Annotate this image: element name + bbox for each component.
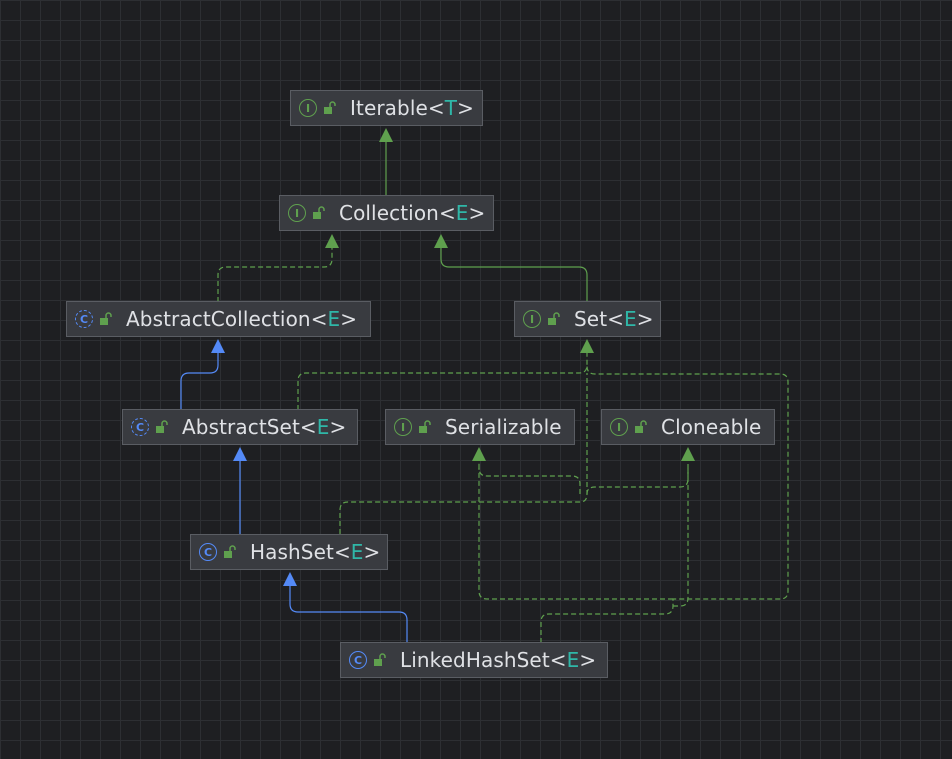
node-set[interactable]: I Set<E>: [514, 301, 661, 337]
node-hash-set[interactable]: C HashSet<E>: [190, 534, 388, 570]
edge-linkedhashset-implements-set: [540, 365, 789, 643]
edge-hashset-implements-cloneable: [586, 447, 695, 495]
node-abstract-collection[interactable]: C AbstractCollection<E>: [66, 301, 371, 337]
lock-open-icon: [419, 420, 431, 433]
node-label: Collection<E>: [339, 201, 486, 225]
lock-open-icon: [324, 101, 336, 114]
edge-linkedhashset-implements-cloneable: [673, 468, 689, 607]
node-linked-hash-set[interactable]: C LinkedHashSet<E>: [340, 642, 608, 678]
lock-open-icon: [548, 312, 560, 325]
lock-open-icon: [224, 545, 236, 558]
lock-open-icon: [635, 420, 647, 433]
edge-abstractcollection-implements-collection: [217, 234, 339, 302]
interface-icon: I: [394, 418, 412, 436]
node-serializable[interactable]: I Serializable: [385, 409, 575, 445]
node-iterable[interactable]: I Iterable<T>: [290, 90, 483, 126]
lock-open-icon: [100, 312, 112, 325]
lock-open-icon: [313, 206, 325, 219]
edge-collection-extends-iterable: [379, 128, 393, 196]
interface-icon: I: [299, 99, 317, 117]
node-abstract-set[interactable]: C AbstractSet<E>: [122, 409, 358, 445]
interface-icon: I: [610, 418, 628, 436]
node-cloneable[interactable]: I Cloneable: [601, 409, 775, 445]
class-icon: C: [349, 651, 367, 669]
node-label: AbstractSet<E>: [182, 415, 347, 439]
edge-linkedhashset-extends-hashset: [283, 572, 408, 643]
node-label: HashSet<E>: [250, 540, 381, 564]
edge-hashset-extends-abstractset: [233, 447, 247, 534]
edge-abstractset-implements-set: [297, 339, 594, 410]
node-label: AbstractCollection<E>: [126, 307, 358, 331]
node-label: LinkedHashSet<E>: [400, 648, 597, 672]
edge-set-extends-collection: [434, 234, 588, 302]
node-collection[interactable]: I Collection<E>: [279, 195, 494, 231]
interface-icon: I: [288, 204, 306, 222]
node-label: Cloneable: [661, 415, 762, 439]
edge-abstractset-extends-abstractcollection: [180, 339, 225, 410]
abstract-class-icon: C: [75, 310, 93, 328]
node-label: Serializable: [445, 415, 562, 439]
node-label: Set<E>: [574, 307, 654, 331]
abstract-class-icon: C: [131, 418, 149, 436]
interface-icon: I: [523, 310, 541, 328]
edge-hashset-implements-serializable: [472, 447, 581, 494]
edge-hashset-implements-set: [339, 373, 588, 534]
class-icon: C: [199, 543, 217, 561]
node-label: Iterable<T>: [350, 96, 474, 120]
lock-open-icon: [156, 420, 168, 433]
lock-open-icon: [374, 653, 386, 666]
edge-linkedhashset-implements-serializable: [478, 468, 673, 600]
